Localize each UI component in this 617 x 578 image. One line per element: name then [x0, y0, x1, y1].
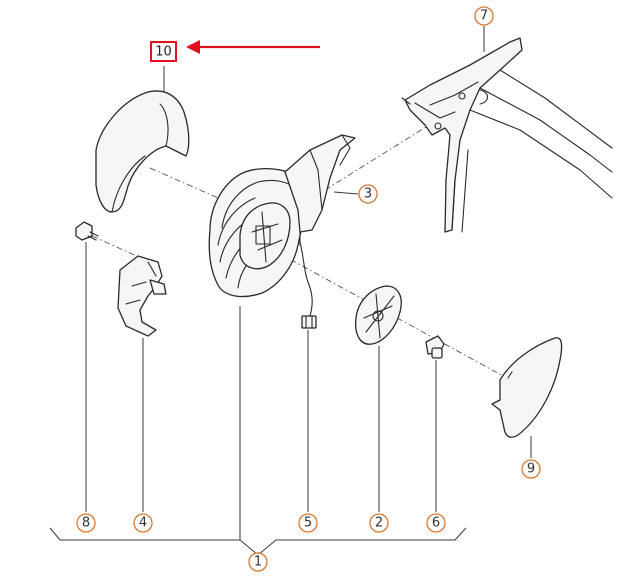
callout-8: 8: [76, 513, 96, 533]
callout-7-label: 7: [480, 9, 488, 24]
callout-3: 3: [358, 184, 378, 204]
callout-5-label: 5: [304, 516, 312, 531]
callout-5: 5: [298, 513, 318, 533]
mirror-motor-part: [354, 285, 402, 345]
callout-1: 1: [248, 552, 268, 572]
callout-10-label: 10: [155, 45, 172, 60]
callout-3-label: 3: [364, 187, 372, 202]
callout-10: 10: [150, 41, 177, 62]
mirror-cap-part: [95, 90, 190, 213]
callout-1-label: 1: [254, 555, 262, 570]
bulb-part: [425, 335, 445, 359]
door-frame-part: [401, 37, 613, 233]
callout-9-label: 9: [527, 462, 535, 477]
highlight-arrow: [186, 40, 320, 54]
callout-2-label: 2: [375, 516, 383, 531]
callout-6-label: 6: [432, 516, 440, 531]
screw-part: [75, 221, 99, 241]
wiring-harness-part: [299, 241, 317, 329]
mirror-glass-part: [491, 337, 563, 438]
callout-7: 7: [474, 6, 494, 26]
turn-signal-part: [117, 255, 167, 337]
callout-4: 4: [133, 513, 153, 533]
callout-4-label: 4: [139, 516, 147, 531]
callout-2: 2: [369, 513, 389, 533]
callout-8-label: 8: [82, 516, 90, 531]
callout-6: 6: [426, 513, 446, 533]
callout-9: 9: [521, 459, 541, 479]
mirror-housing-part: [208, 134, 356, 298]
